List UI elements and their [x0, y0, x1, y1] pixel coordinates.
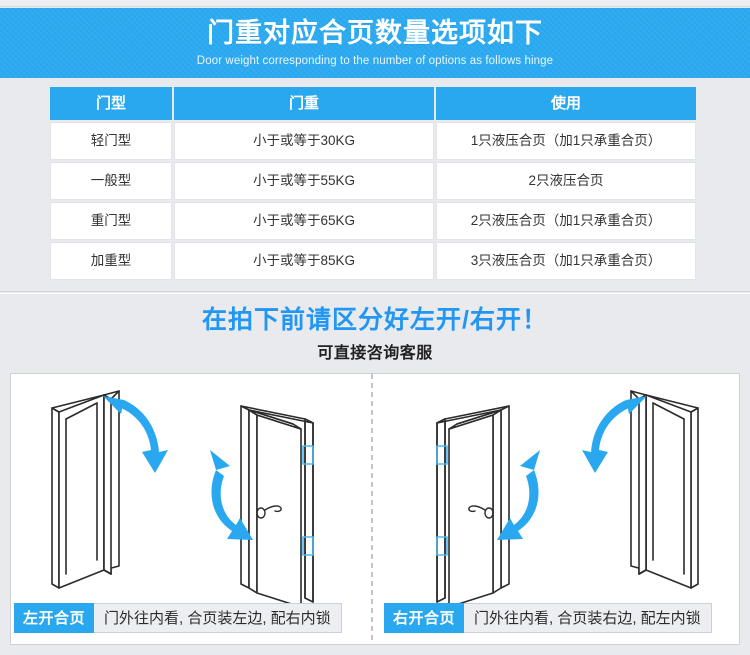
- right-figure-door-arrow: [497, 450, 540, 540]
- spec-table: 门型 门重 使用 轻门型 小于或等于30KG 1只液压合页（加1只承重合页） 一…: [48, 85, 698, 282]
- orientation-subheading: 可直接咨询客服: [317, 345, 433, 362]
- header-banner: 门重对应合页数量选项如下 Door weight corresponding t…: [0, 8, 750, 78]
- left-figure-frame: [51, 390, 120, 589]
- page-title: 门重对应合页数量选项如下: [207, 17, 543, 48]
- left-hinge-description: 门外往内看, 合页装左边, 配右内锁: [94, 603, 342, 633]
- left-hinge-label-row: 左开合页 门外往内看, 合页装左边, 配右内锁: [14, 603, 342, 633]
- right-figure-hinges: [436, 445, 448, 556]
- orientation-heading: 在拍下前请区分好左开/右开！: [202, 306, 548, 334]
- right-hinge-description: 门外往内看, 合页装右边, 配左内锁: [464, 603, 712, 633]
- table-header-usage: 使用: [436, 87, 696, 120]
- door-illustration-svg: [51, 374, 699, 644]
- right-figure-frame: [630, 390, 699, 589]
- cell-door-weight: 小于或等于30KG: [174, 122, 434, 160]
- right-hinge-badge: 右开合页: [384, 603, 465, 633]
- left-figure-arrow: [103, 396, 168, 473]
- cell-door-type: 轻门型: [50, 122, 172, 160]
- cell-usage: 3只液压合页（加1只承重合页）: [436, 242, 696, 280]
- left-figure-door-arrow: [210, 450, 253, 540]
- hinge-lower-icon: [436, 536, 448, 556]
- table-header-door-weight: 门重: [174, 87, 434, 120]
- cell-usage: 2只液压合页（加1只承重合页）: [436, 202, 696, 240]
- door-illustration-box: [10, 373, 740, 645]
- section-divider: [0, 291, 750, 294]
- hinge-upper-icon: [302, 445, 314, 465]
- left-figure-hinges: [302, 445, 314, 556]
- right-hinge-label-row: 右开合页 门外往内看, 合页装右边, 配左内锁: [384, 603, 712, 633]
- table-header-row: 门型 门重 使用: [50, 87, 696, 120]
- table-row: 一般型 小于或等于55KG 2只液压合页: [50, 162, 696, 200]
- cell-door-type: 加重型: [50, 242, 172, 280]
- left-hinge-badge: 左开合页: [14, 603, 95, 633]
- cell-door-type: 重门型: [50, 202, 172, 240]
- top-strip: [0, 0, 750, 7]
- cell-usage: 1只液压合页（加1只承重合页）: [436, 122, 696, 160]
- spec-table-wrapper: 门型 门重 使用 轻门型 小于或等于30KG 1只液压合页（加1只承重合页） 一…: [48, 85, 696, 282]
- cell-door-type: 一般型: [50, 162, 172, 200]
- cell-door-weight: 小于或等于85KG: [174, 242, 434, 280]
- page-subtitle: Door weight corresponding to the number …: [196, 54, 554, 67]
- hinge-lower-icon: [302, 536, 314, 556]
- cell-door-weight: 小于或等于55KG: [174, 162, 434, 200]
- cell-door-weight: 小于或等于65KG: [174, 202, 434, 240]
- right-figure-arrow: [582, 396, 647, 473]
- table-row: 轻门型 小于或等于30KG 1只液压合页（加1只承重合页）: [50, 122, 696, 160]
- left-open-door-group: [51, 390, 314, 608]
- hinge-upper-icon: [436, 445, 448, 465]
- table-header-door-type: 门型: [50, 87, 172, 120]
- table-row: 重门型 小于或等于65KG 2只液压合页（加1只承重合页）: [50, 202, 696, 240]
- right-figure-handle: [468, 505, 494, 519]
- cell-usage: 2只液压合页: [436, 162, 696, 200]
- table-row: 加重型 小于或等于85KG 3只液压合页（加1只承重合页）: [50, 242, 696, 280]
- left-figure-handle: [256, 505, 282, 519]
- right-open-door-group: [436, 390, 699, 608]
